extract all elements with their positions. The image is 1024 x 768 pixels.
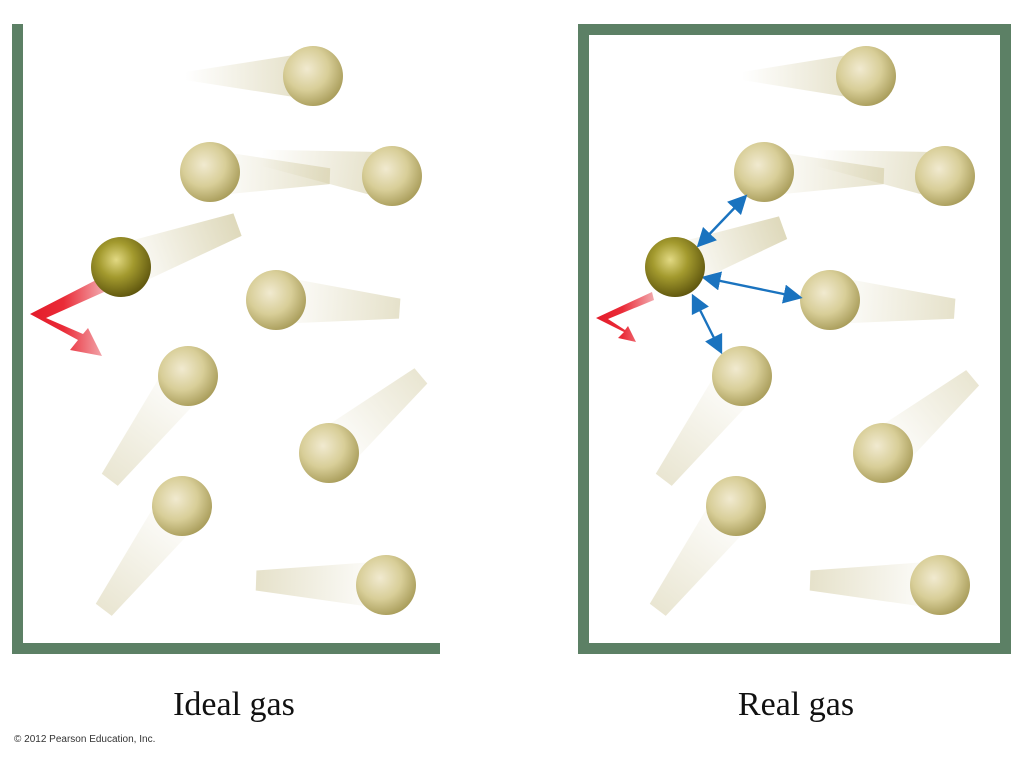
molecule bbox=[158, 346, 218, 406]
motion-trail bbox=[763, 150, 885, 196]
motion-trail bbox=[809, 561, 941, 609]
molecule bbox=[299, 423, 359, 483]
attraction-arrow bbox=[691, 293, 723, 355]
molecule bbox=[283, 46, 343, 106]
attraction-arrow bbox=[696, 194, 748, 248]
molecule bbox=[712, 346, 772, 406]
molecule bbox=[152, 476, 212, 536]
attraction-arrows bbox=[691, 194, 803, 355]
wall-collision-arrow bbox=[596, 292, 654, 342]
motion-trails bbox=[649, 52, 980, 616]
ideal-left-wall bbox=[12, 24, 23, 654]
molecule bbox=[180, 142, 240, 202]
molecules bbox=[706, 46, 975, 615]
molecule bbox=[836, 46, 896, 106]
copyright-notice: © 2012 Pearson Education, Inc. bbox=[14, 734, 156, 745]
motion-trail bbox=[742, 52, 866, 100]
molecule bbox=[800, 270, 860, 330]
molecule bbox=[734, 142, 794, 202]
real-gas-caption: Real gas bbox=[737, 686, 855, 723]
molecule bbox=[356, 555, 416, 615]
molecules bbox=[152, 46, 422, 615]
motion-trails bbox=[95, 52, 428, 616]
motion-trail bbox=[274, 276, 401, 324]
motion-trail bbox=[185, 52, 313, 100]
motion-trail bbox=[209, 150, 331, 196]
ideal-gas-container bbox=[12, 24, 440, 654]
motion-trail bbox=[255, 561, 387, 609]
attraction-arrow bbox=[701, 271, 803, 304]
motion-trail bbox=[828, 276, 956, 324]
ideal-gas-panel bbox=[30, 46, 428, 616]
wall-collision-arrow bbox=[30, 278, 104, 356]
molecule bbox=[915, 146, 975, 206]
molecule bbox=[246, 270, 306, 330]
real-gas-container bbox=[578, 24, 1011, 654]
real-gas-panel bbox=[596, 46, 980, 616]
molecule bbox=[853, 423, 913, 483]
molecule bbox=[910, 555, 970, 615]
colliding-molecule bbox=[645, 237, 705, 297]
colliding-molecule bbox=[91, 237, 151, 297]
molecule bbox=[706, 476, 766, 536]
ideal-bottom-wall bbox=[12, 643, 440, 654]
ideal-gas-caption: Ideal gas bbox=[173, 686, 295, 723]
molecule bbox=[362, 146, 422, 206]
